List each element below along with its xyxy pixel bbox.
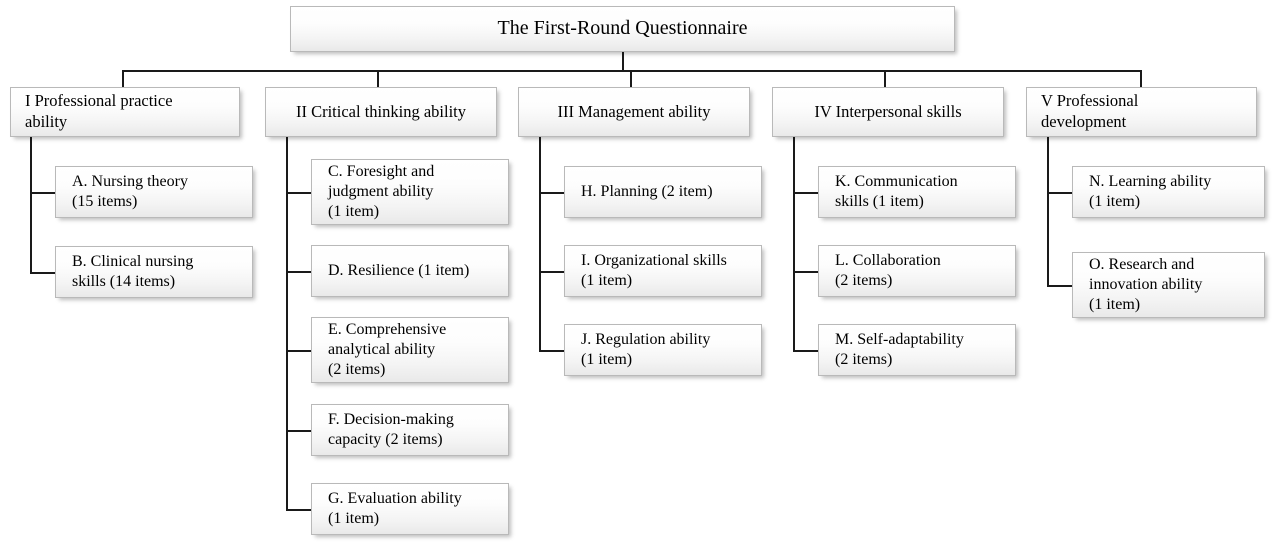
connector-drop-cat-3 (630, 70, 632, 88)
item-box-b: B. Clinical nursing skills (14 items) (55, 246, 253, 298)
connector-root-stem (622, 52, 624, 72)
item-label-e: E. Comprehensive analytical ability (2 i… (328, 320, 447, 379)
connector-branch-item-k (793, 192, 819, 194)
item-label-i: I. Organizational skills (1 item) (581, 251, 727, 289)
connector-root-bus (122, 70, 1142, 72)
connector-trunk-cat-4 (793, 137, 795, 351)
connector-branch-item-m (793, 350, 819, 352)
connector-branch-item-f (286, 430, 312, 432)
item-label-j: J. Regulation ability (1 item) (581, 330, 711, 368)
connector-branch-item-g (286, 509, 312, 511)
item-label-l: L. Collaboration (2 items) (835, 251, 941, 289)
item-box-d: D. Resilience (1 item) (311, 245, 509, 297)
connector-drop-cat-2 (377, 70, 379, 88)
connector-branch-item-i (539, 271, 565, 273)
category-box-iv: IV Interpersonal skills (772, 87, 1004, 137)
connector-trunk-cat-1 (30, 137, 32, 274)
connector-branch-item-j (539, 350, 565, 352)
connector-trunk-cat-3 (539, 137, 541, 351)
item-box-o: O. Research and innovation ability (1 it… (1072, 252, 1265, 318)
item-label-m: M. Self-adaptability (2 items) (835, 330, 964, 368)
connector-branch-item-o (1047, 285, 1073, 287)
item-label-f: F. Decision-making capacity (2 items) (328, 410, 454, 448)
connector-drop-cat-5 (1140, 70, 1142, 88)
item-label-a: A. Nursing theory (15 items) (72, 172, 188, 210)
item-box-c: C. Foresight and judgment ability (1 ite… (311, 159, 509, 225)
connector-trunk-cat-5 (1047, 137, 1049, 287)
category-label-iv: IV Interpersonal skills (814, 101, 962, 121)
category-label-iii: III Management ability (557, 101, 711, 121)
item-box-e: E. Comprehensive analytical ability (2 i… (311, 317, 509, 383)
item-label-g: G. Evaluation ability (1 item) (328, 489, 462, 527)
item-label-k: K. Communication skills (1 item) (835, 172, 958, 210)
category-label-ii: II Critical thinking ability (295, 101, 466, 121)
connector-drop-cat-4 (884, 70, 886, 88)
item-box-m: M. Self-adaptability (2 items) (818, 324, 1016, 376)
item-box-k: K. Communication skills (1 item) (818, 166, 1016, 218)
category-box-iii: III Management ability (518, 87, 750, 137)
item-label-h: H. Planning (2 item) (581, 182, 713, 200)
diagram-title-text: The First-Round Questionnaire (497, 17, 748, 40)
item-box-f: F. Decision-making capacity (2 items) (311, 404, 509, 456)
connector-branch-item-c (286, 192, 312, 194)
item-box-n: N. Learning ability (1 item) (1072, 166, 1265, 218)
category-label-i: I Professional practice ability (25, 91, 173, 131)
connector-branch-item-e (286, 350, 312, 352)
item-box-j: J. Regulation ability (1 item) (564, 324, 762, 376)
connector-drop-cat-1 (122, 70, 124, 88)
item-label-d: D. Resilience (1 item) (328, 261, 470, 279)
category-box-ii: II Critical thinking ability (265, 87, 497, 137)
connector-branch-item-d (286, 271, 312, 273)
connector-branch-item-l (793, 271, 819, 273)
item-label-o: O. Research and innovation ability (1 it… (1089, 255, 1203, 314)
item-label-c: C. Foresight and judgment ability (1 ite… (328, 162, 435, 221)
category-label-v: V Professional development (1041, 91, 1139, 131)
item-box-i: I. Organizational skills (1 item) (564, 245, 762, 297)
connector-branch-item-b (30, 272, 56, 274)
item-box-h: H. Planning (2 item) (564, 166, 762, 218)
item-box-a: A. Nursing theory (15 items) (55, 166, 253, 218)
connector-branch-item-n (1047, 192, 1073, 194)
item-box-g: G. Evaluation ability (1 item) (311, 483, 509, 535)
item-label-b: B. Clinical nursing skills (14 items) (72, 252, 194, 290)
connector-trunk-cat-2 (286, 137, 288, 510)
connector-branch-item-h (539, 192, 565, 194)
item-label-n: N. Learning ability (1 item) (1089, 172, 1212, 210)
diagram-title-box: The First-Round Questionnaire (290, 6, 955, 52)
category-box-v: V Professional development (1026, 87, 1257, 137)
category-box-i: I Professional practice ability (10, 87, 240, 137)
item-box-l: L. Collaboration (2 items) (818, 245, 1016, 297)
connector-branch-item-a (30, 192, 56, 194)
